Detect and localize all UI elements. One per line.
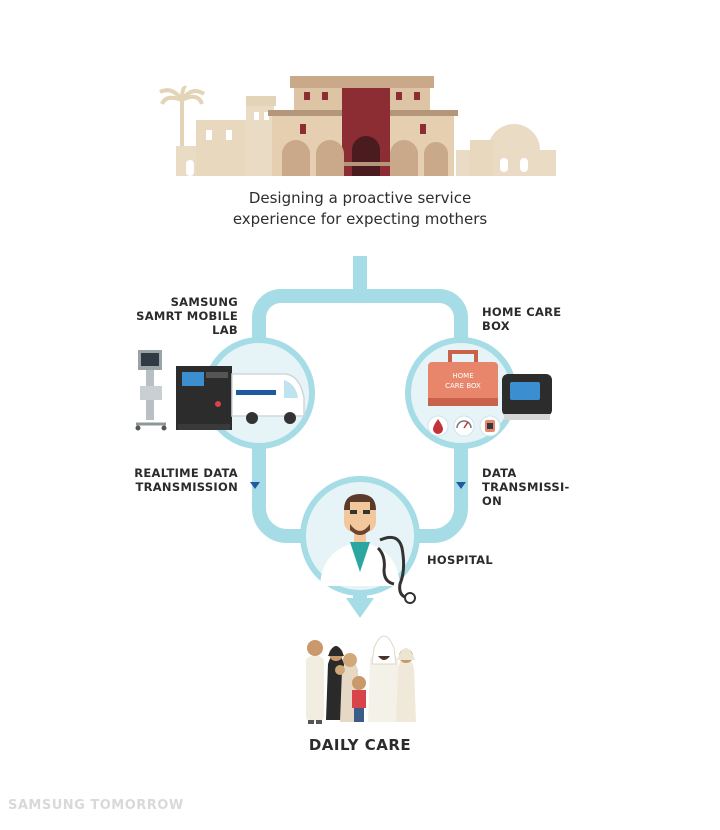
box-text-2: CARE BOX [445,382,481,390]
doctor-icon [320,494,416,604]
right-flow-marker [456,482,466,489]
data-transmission-label: DATA TRANSMISSI- ON [482,466,570,508]
data-transmission-line-1: DATA [482,466,517,480]
hospital-label: HOSPITAL [427,553,493,567]
flow-lines [252,256,468,600]
data-transmission-line-3: ON [482,494,503,508]
flow-line-left [252,446,310,543]
mobile-lab-label-line-1: SAMSUNG [170,295,238,309]
realtime-label-line-2: TRANSMISSION [135,480,238,494]
home-care-label-line-2: BOX [482,319,510,333]
home-care-box-label: HOME CARE BOX [482,305,561,333]
watermark: SAMSUNG TOMORROW [8,798,184,813]
flow-line-right [410,446,468,543]
family-illustration [306,635,416,724]
data-transmission-line-2: TRANSMISSI- [482,480,570,494]
box-text-1: HOME [452,372,473,380]
flow-line-split [252,289,468,340]
mobile-lab-label-line-2: SAMRT MOBILE [136,309,238,323]
skyline-illustration [159,76,556,176]
page-title: Designing a proactive service experience… [200,188,520,230]
home-care-label-line-1: HOME CARE [482,305,562,319]
home-care-box-icon: HOME CARE BOX [427,350,552,437]
mobile-lab-label-line-3: LAB [212,323,238,337]
down-arrow [346,598,374,618]
realtime-label-line-1: REALTIME DATA [134,466,238,480]
daily-care-label: DAILY CARE [308,736,412,754]
mobile-lab-label: SAMSUNG SAMRT MOBILE LAB [136,295,238,337]
title-line-1: Designing a proactive service [248,189,472,207]
realtime-transmission-label: REALTIME DATA TRANSMISSION [134,466,238,494]
title-line-2: experience for expecting mothers [232,210,488,228]
mobile-lab-icon [135,350,305,431]
left-flow-marker [250,482,260,489]
